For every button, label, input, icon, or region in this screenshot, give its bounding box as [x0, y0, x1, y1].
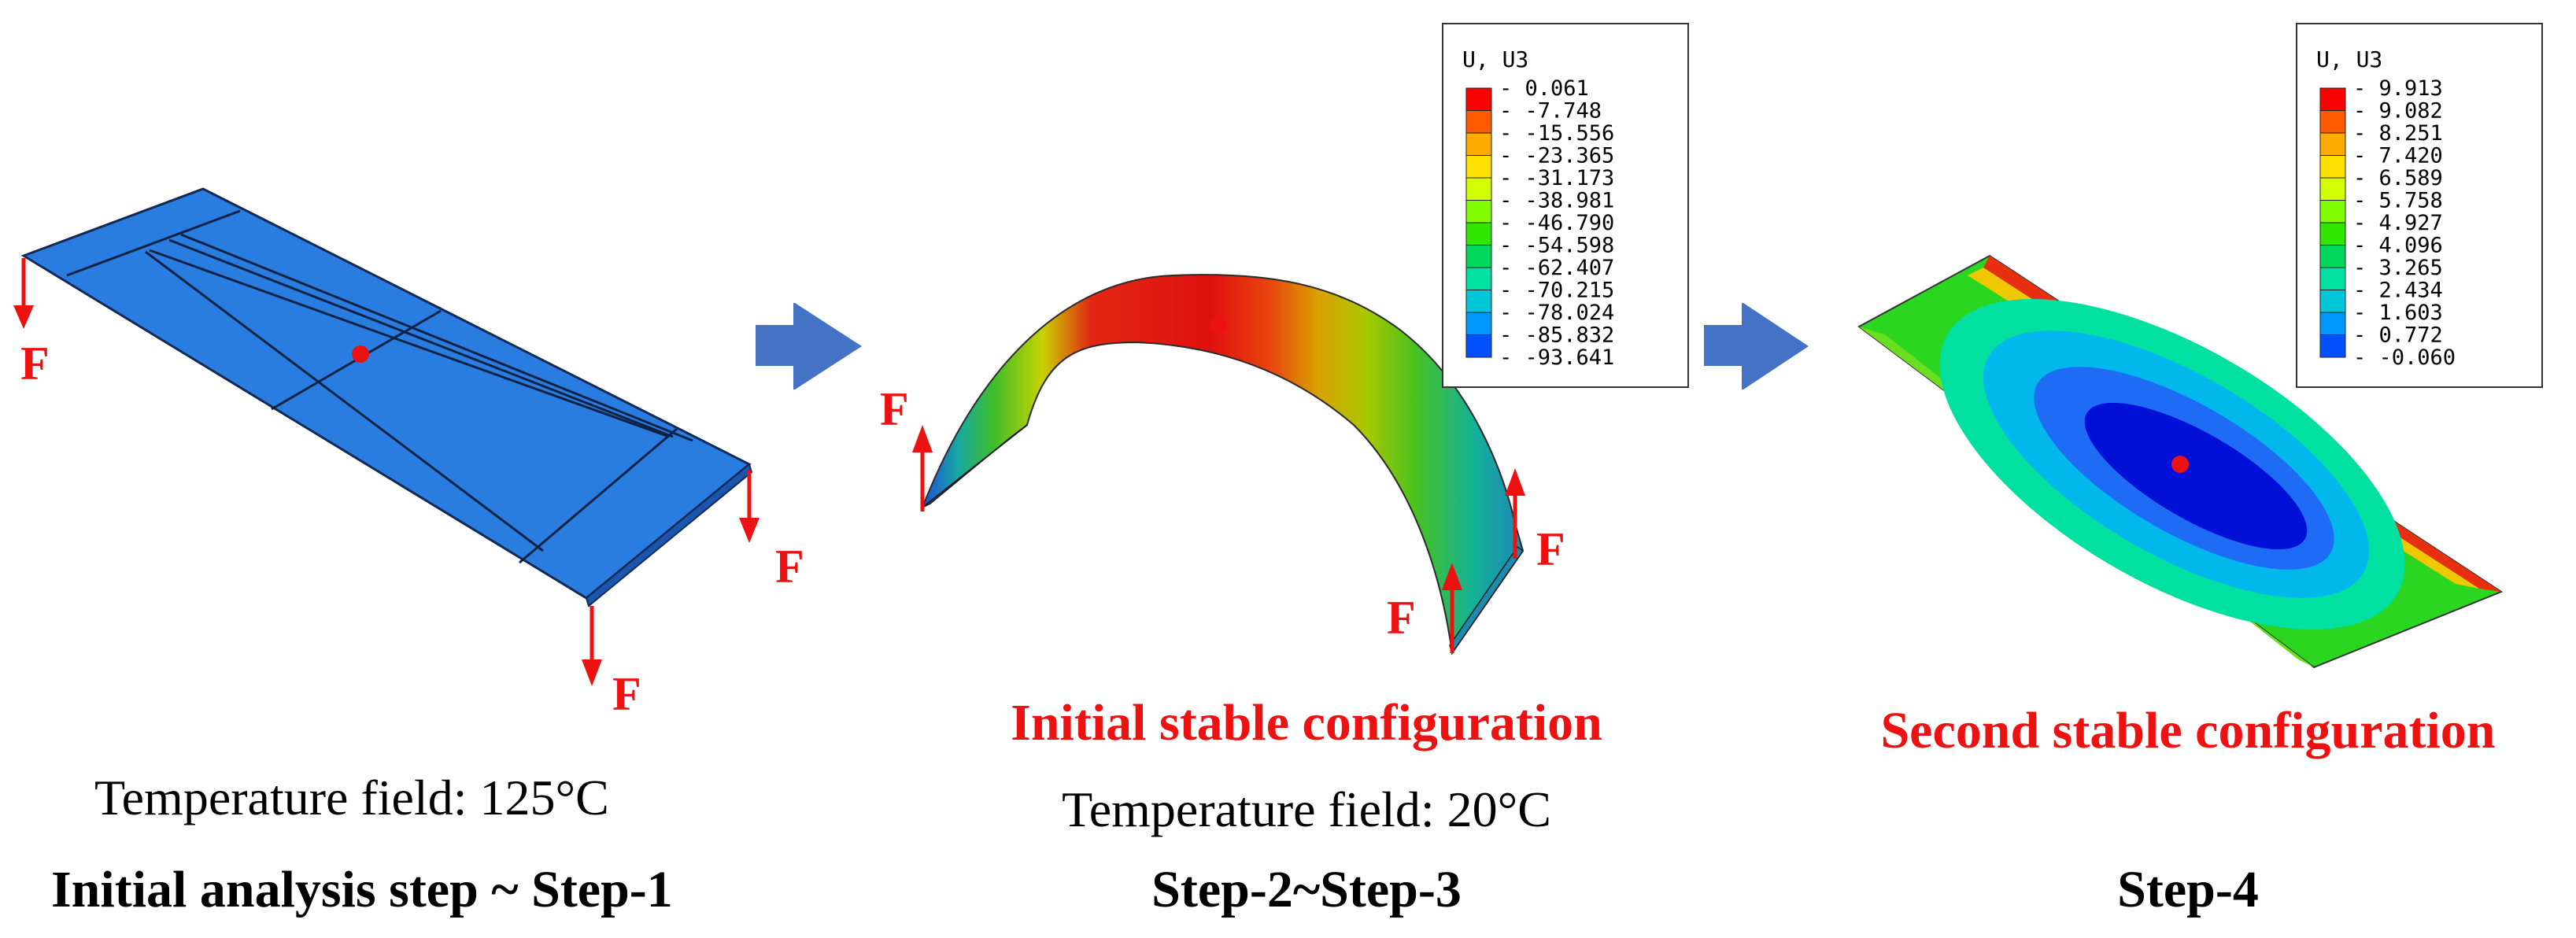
- legend-value-label: - -78.024: [1499, 301, 1614, 325]
- temperature-label-1: Temperature field: 125°C: [94, 770, 609, 825]
- legend-value-label: - -15.556: [1499, 121, 1614, 146]
- plate-partition-lines: [66, 209, 693, 564]
- legend-value-label: - 7.420: [2353, 144, 2443, 168]
- legend-value-label: - -7.748: [1499, 99, 1602, 124]
- legend-color-swatch: [1465, 267, 1492, 290]
- legend-color-swatch: [2319, 87, 2346, 111]
- legend-color-swatch: [1465, 155, 1492, 179]
- legend-color-swatch: [2319, 334, 2346, 358]
- legend-color-swatch: [1465, 132, 1492, 156]
- legend-color-swatch: [1465, 177, 1492, 201]
- legend-color-swatch: [2319, 290, 2346, 313]
- force-arrow-right: [739, 471, 759, 543]
- legend-value-label: - -31.173: [1499, 166, 1614, 190]
- legend-value-label: - 0.061: [1499, 76, 1589, 101]
- legend-color-swatch: [2319, 267, 2346, 290]
- legend-value-label: - 0.772: [2353, 323, 2443, 348]
- force-label: F: [880, 383, 909, 435]
- legend-title: U, U3: [2316, 46, 2382, 72]
- legend-color-swatch: [1465, 200, 1492, 223]
- step-label-1: Initial analysis step ~ Step-1: [51, 861, 673, 918]
- contour-legend-2: U, U3 - 9.913- 9.082- 8.251- 7.420- 6.58…: [2296, 23, 2543, 388]
- force-arrow-left-up: [912, 425, 933, 511]
- legend-value-label: - 4.096: [2353, 234, 2443, 258]
- legend-value-label: - 1.603: [2353, 301, 2443, 325]
- legend-color-swatch: [2319, 177, 2346, 201]
- legend-color-swatch: [1465, 290, 1492, 313]
- second-configuration-model: [1857, 254, 2504, 669]
- legend-value-label: - 5.758: [2353, 189, 2443, 213]
- legend-value-label: - 9.913: [2353, 76, 2443, 101]
- configuration-label-1: Initial stable configuration: [1011, 694, 1602, 752]
- force-label: F: [1536, 523, 1565, 575]
- flat-plate-model: F F F: [13, 187, 804, 720]
- legend-value-label: - -70.215: [1499, 279, 1614, 303]
- legend-value-label: - -38.981: [1499, 189, 1614, 213]
- legend-value-label: - -54.598: [1499, 234, 1614, 258]
- legend-value-label: - -23.365: [1499, 144, 1614, 168]
- contour-legend-1: U, U3 - 0.061- -7.748- -15.556- -23.365-…: [1442, 23, 1689, 388]
- legend-value-label: - -93.641: [1499, 345, 1614, 370]
- legend-value-label: - 3.265: [2353, 256, 2443, 280]
- legend-value-label: - 2.434: [2353, 279, 2443, 303]
- force-label: F: [775, 541, 804, 593]
- legend-value-label: - -0.060: [2353, 345, 2456, 370]
- legend-color-swatch: [1465, 245, 1492, 268]
- force-arrow-bottom: [582, 606, 602, 686]
- legend-color-swatch: [2319, 245, 2346, 268]
- legend-value-label: - 9.082: [2353, 99, 2443, 124]
- legend-value-label: - 4.927: [2353, 211, 2443, 235]
- arch-shell: [920, 274, 1525, 655]
- force-arrow-top-left: [13, 258, 34, 329]
- legend-color-swatch: [2319, 132, 2346, 156]
- center-point-marker: [2171, 456, 2189, 473]
- step-label-3: Step-4: [2117, 861, 2259, 918]
- legend-color-swatch: [2319, 155, 2346, 179]
- legend-color-swatch: [2319, 200, 2346, 223]
- temperature-label-2: Temperature field: 20°C: [1062, 781, 1551, 837]
- arch-shell-model: F F F: [880, 274, 1565, 655]
- contour-band-darkblue: [2084, 402, 2308, 550]
- transition-arrow-2: [1704, 303, 1809, 390]
- legend-value-label: - -85.832: [1499, 323, 1614, 348]
- legend-color-swatch: [1465, 87, 1492, 111]
- center-point-marker: [352, 345, 369, 363]
- legend-color-swatch: [1465, 334, 1492, 358]
- legend-color-swatch: [2319, 222, 2346, 246]
- legend-color-swatch: [1465, 222, 1492, 246]
- legend-color-swatch: [1465, 312, 1492, 335]
- legend-color-swatch: [1465, 110, 1492, 134]
- legend-color-swatch: [2319, 312, 2346, 335]
- center-point-marker: [1210, 316, 1227, 334]
- transition-arrow-1: [756, 303, 862, 390]
- legend-title: U, U3: [1462, 46, 1528, 72]
- flat-plate-edge: [585, 463, 753, 607]
- arch-front-face: [922, 424, 1028, 508]
- legend-color-swatch: [2319, 110, 2346, 134]
- force-label: F: [20, 338, 50, 390]
- legend-value-label: - 6.589: [2353, 166, 2443, 190]
- force-arrow-bottom-up: [1442, 563, 1462, 653]
- legend-value-label: - 8.251: [2353, 121, 2443, 146]
- configuration-label-2: Second stable configuration: [1880, 702, 2495, 759]
- force-label: F: [612, 668, 641, 720]
- step-label-2: Step-2~Step-3: [1151, 861, 1462, 918]
- force-arrow-right-up: [1505, 468, 1525, 559]
- legend-value-label: - -62.407: [1499, 256, 1614, 280]
- legend-value-label: - -46.790: [1499, 211, 1614, 235]
- force-label: F: [1387, 592, 1416, 644]
